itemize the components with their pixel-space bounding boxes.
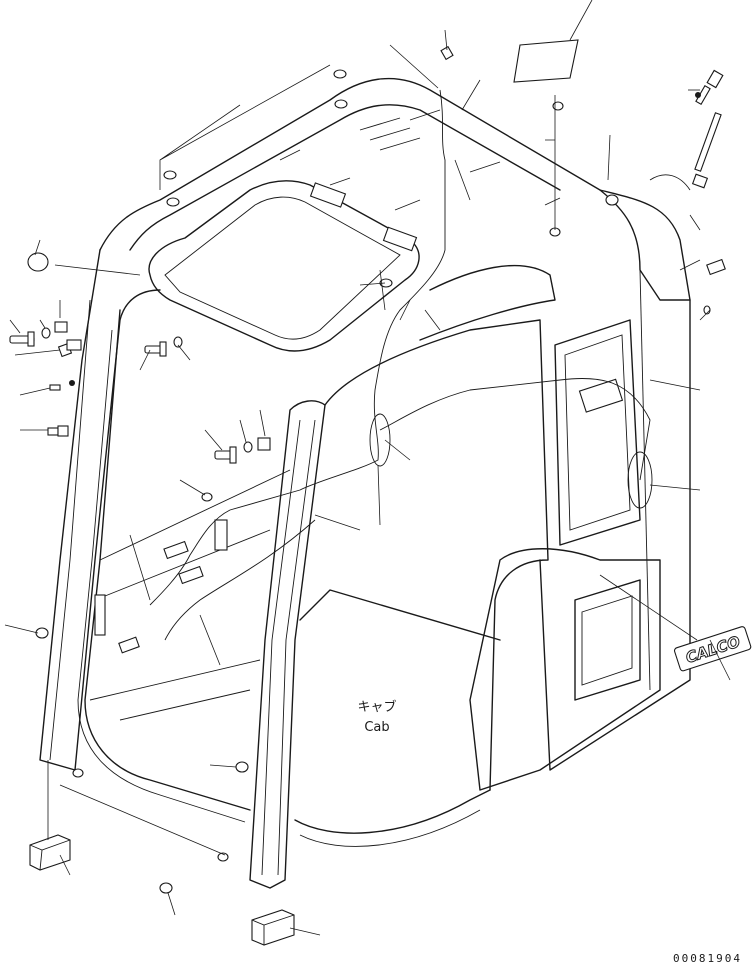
bottom-stud-left — [72, 768, 84, 778]
roof-texture — [279, 117, 561, 211]
roof-outline — [99, 77, 691, 301]
roof-skylight-inner — [164, 196, 401, 340]
leader-lines — [4, 0, 731, 936]
roof-bracket-2 — [382, 226, 418, 252]
grommet-4 — [166, 197, 180, 207]
left-wall-brackets — [94, 519, 228, 654]
center-pillar-edge-2 — [277, 419, 316, 876]
wire-harness-3 — [164, 519, 316, 641]
antenna-rod — [694, 112, 722, 172]
rear-column-clip — [605, 194, 619, 206]
grommet-1 — [333, 69, 347, 79]
grommet-3 — [163, 170, 177, 180]
left-pillar-edge — [49, 299, 91, 761]
rear-panel-plate — [578, 378, 624, 413]
cab-floor-inner — [299, 809, 481, 847]
antenna-bolt-set — [691, 69, 724, 189]
wire-harness — [149, 89, 446, 606]
left-door-opening — [84, 309, 251, 811]
pillar-bolt-set — [214, 437, 271, 464]
left-door-seal — [77, 329, 246, 823]
side-panel-window-inner — [581, 595, 633, 686]
rear-window-inner — [564, 334, 631, 531]
left-screw-2 — [47, 425, 69, 437]
center-pillar-edge — [261, 419, 301, 876]
left-bolt-set-2 — [57, 339, 82, 358]
rear-top-beam — [419, 264, 556, 341]
left-lower-wall — [89, 469, 291, 721]
roof-skylight — [148, 180, 420, 352]
brand-decal: CALCO — [673, 626, 752, 672]
cab-frame — [39, 77, 691, 889]
drawing-number: 00081904 — [673, 952, 742, 965]
mount-block-left — [29, 834, 71, 871]
bottom-nut — [159, 882, 173, 894]
side-panel-window — [574, 579, 641, 701]
rear-right-column — [539, 189, 691, 771]
side-lower-panel — [469, 548, 661, 791]
cab-inner-back — [324, 319, 549, 791]
left-screw-1 — [49, 380, 75, 391]
wire-loop-left — [369, 413, 391, 467]
clip-top — [440, 45, 454, 61]
roof-inner-edge — [129, 104, 561, 251]
inner-bolt-set — [144, 336, 183, 357]
left-bolt-set-1 — [9, 321, 68, 347]
grommet-2 — [334, 99, 348, 109]
center-front-pillar — [249, 400, 326, 889]
right-side-bolt — [703, 258, 726, 315]
wire-loop-right — [627, 451, 653, 509]
cab-floor-edge — [294, 589, 501, 834]
roof-bracket-1 — [309, 182, 347, 208]
mount-block-center — [251, 909, 295, 946]
left-front-pillar — [39, 249, 161, 771]
bottom-stud-center — [217, 852, 229, 862]
roof-rear-clip — [552, 101, 564, 111]
cab-label-japanese: キャブ — [357, 699, 396, 715]
antenna-wire — [649, 174, 691, 191]
loose-parts: CALCO — [9, 39, 752, 946]
roof-cover-sheet — [513, 39, 579, 83]
rear-window — [554, 319, 641, 546]
left-lower-clip — [35, 627, 49, 639]
floor-clip — [235, 761, 249, 773]
wire-harness-2 — [379, 377, 651, 481]
cab-label-english: Cab — [364, 720, 389, 735]
rear-column-edge — [639, 269, 651, 691]
rubber-cap — [27, 252, 49, 272]
